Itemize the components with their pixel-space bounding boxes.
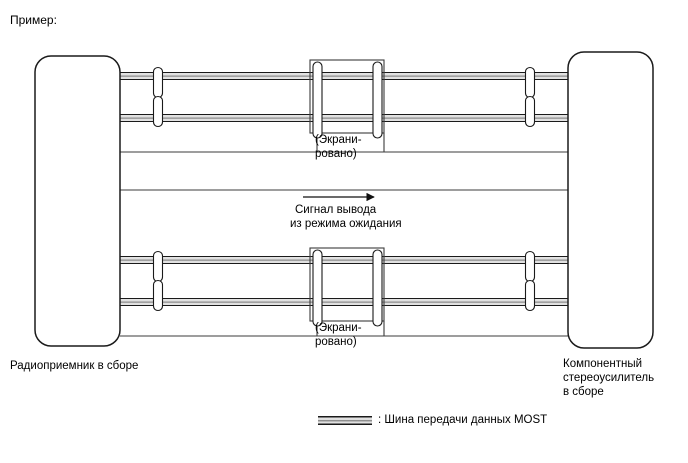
lower-shield-pin-right-icon (372, 249, 383, 327)
plain-wire-group (120, 133, 568, 337)
bus-band-lower-a (120, 256, 569, 264)
shield-box-lower (309, 247, 385, 322)
lower-right-inline-connector-icon-lower (524, 279, 536, 312)
stereo-amplifier-label-line3: в сборе (563, 386, 604, 398)
lower-right-inline-connector-icon (524, 250, 536, 283)
stereo-amplifier-label-line2: стереоусилитель (563, 372, 655, 384)
shield-upper-label-line2: ровано) (315, 148, 357, 160)
stereo-amplifier-box[interactable] (567, 51, 654, 349)
upper-shield-pin-right-icon (372, 61, 383, 139)
upper-right-inline-connector-icon-lower (524, 95, 536, 128)
radio-receiver-label: Радиоприемник в сборе (10, 360, 139, 372)
radio-receiver-box[interactable] (34, 55, 121, 347)
page-title: Пример: (10, 13, 57, 27)
upper-left-inline-connector-icon-lower (152, 95, 164, 128)
most-bus-group (120, 72, 569, 306)
bus-band-upper-b (120, 114, 569, 122)
upper-left-inline-connector-icon (152, 66, 164, 99)
lower-left-inline-connector-icon-lower (152, 279, 164, 312)
wake-signal-label-line1: Сигнал вывода (295, 204, 377, 216)
stereo-amplifier-label-line1: Компонентный (563, 358, 643, 370)
most-bus-swatch-icon (318, 416, 372, 425)
bus-band-lower-b (120, 298, 569, 306)
legend-label: : Шина передачи данных MOST (378, 414, 548, 426)
shield-lower-label-line1: (Экрани- (315, 322, 362, 334)
upper-right-inline-connector-icon (524, 66, 536, 99)
bus-band-upper-a (120, 72, 569, 80)
shield-box-upper (309, 59, 385, 134)
wake-signal-label-line2: из режима ожидания (290, 218, 402, 230)
legend-swatch-group (318, 416, 372, 425)
shield-lower-label-line2: ровано) (315, 336, 357, 348)
shield-box-group (309, 59, 385, 322)
upper-shield-pin-left-icon (312, 61, 323, 139)
lower-left-inline-connector-icon (152, 250, 164, 283)
component-box-group (34, 51, 654, 349)
shield-pin-group (312, 61, 383, 327)
shield-upper-label-line1: (Экрани- (315, 134, 362, 146)
lower-shield-pin-left-icon (312, 249, 323, 327)
inline-connector-group (152, 66, 536, 312)
